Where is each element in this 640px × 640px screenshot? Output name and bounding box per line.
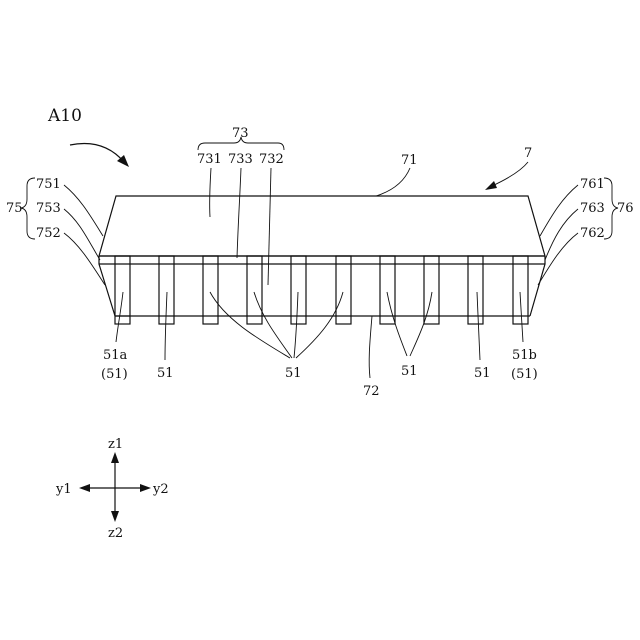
leader-51a	[116, 292, 123, 342]
leader-751	[64, 185, 103, 236]
terminal	[247, 256, 262, 324]
leader-761	[540, 185, 578, 236]
label-51b: 51b	[512, 348, 537, 363]
brace-76	[604, 178, 618, 239]
leader-733	[237, 168, 241, 258]
label-51-right1: 51	[401, 364, 418, 379]
leader-731	[210, 168, 211, 217]
label-751: 751	[36, 177, 61, 192]
z1-arrowhead	[111, 452, 119, 463]
label-7: 7	[524, 146, 532, 161]
label-761: 761	[580, 177, 605, 192]
label-733: 733	[228, 152, 253, 167]
terminal	[468, 256, 483, 324]
terminal	[336, 256, 351, 324]
y1-arrowhead	[79, 484, 90, 492]
label-51a-paren: (51)	[101, 367, 128, 382]
axis-z1-label: z1	[108, 437, 123, 452]
leader-732	[268, 168, 271, 285]
leader-51-left	[165, 292, 167, 360]
leader-71	[376, 168, 410, 196]
label-753: 753	[36, 201, 61, 216]
left-side-face	[99, 256, 115, 316]
brace-75	[21, 178, 35, 239]
leader-753	[64, 209, 100, 260]
label-51a: 51a	[103, 348, 128, 363]
terminals	[115, 256, 528, 324]
label-72: 72	[363, 384, 380, 399]
leader-51-center-1	[210, 292, 290, 358]
label-71: 71	[401, 153, 418, 168]
y2-arrowhead	[140, 484, 151, 492]
label-76: 76	[617, 201, 634, 216]
package-top-face	[99, 196, 545, 256]
terminal	[203, 256, 218, 324]
figure-ref-arrow	[70, 144, 124, 162]
axis-y2-label: y2	[152, 482, 169, 497]
label-51-center: 51	[285, 366, 302, 381]
leader-51-right2	[477, 292, 480, 360]
leader-762	[538, 233, 578, 285]
terminal-51a	[115, 256, 130, 324]
leader-7	[492, 162, 528, 186]
terminal	[291, 256, 306, 324]
axis-z2-label: z2	[108, 526, 123, 541]
label-51b-paren: (51)	[511, 367, 538, 382]
label-51-left: 51	[157, 366, 174, 381]
label-752: 752	[36, 226, 61, 241]
label-732: 732	[259, 152, 284, 167]
axis-indicator: z1 z2 y1 y2	[55, 437, 169, 541]
leader-72	[369, 316, 372, 378]
z2-arrowhead	[111, 511, 119, 522]
terminal	[424, 256, 439, 324]
arrowhead-7	[485, 181, 497, 190]
leader-51b	[520, 292, 523, 342]
terminal-51b	[513, 256, 528, 324]
leader-763	[545, 209, 578, 260]
label-51-right2: 51	[474, 366, 491, 381]
figure-ref-label: A10	[47, 106, 82, 126]
right-side-face	[530, 256, 545, 316]
axis-y1-label: y1	[55, 482, 72, 497]
label-763: 763	[580, 201, 605, 216]
leader-51-center-3	[294, 292, 298, 358]
label-731: 731	[197, 152, 222, 167]
label-762: 762	[580, 226, 605, 241]
label-75: 75	[6, 201, 23, 216]
